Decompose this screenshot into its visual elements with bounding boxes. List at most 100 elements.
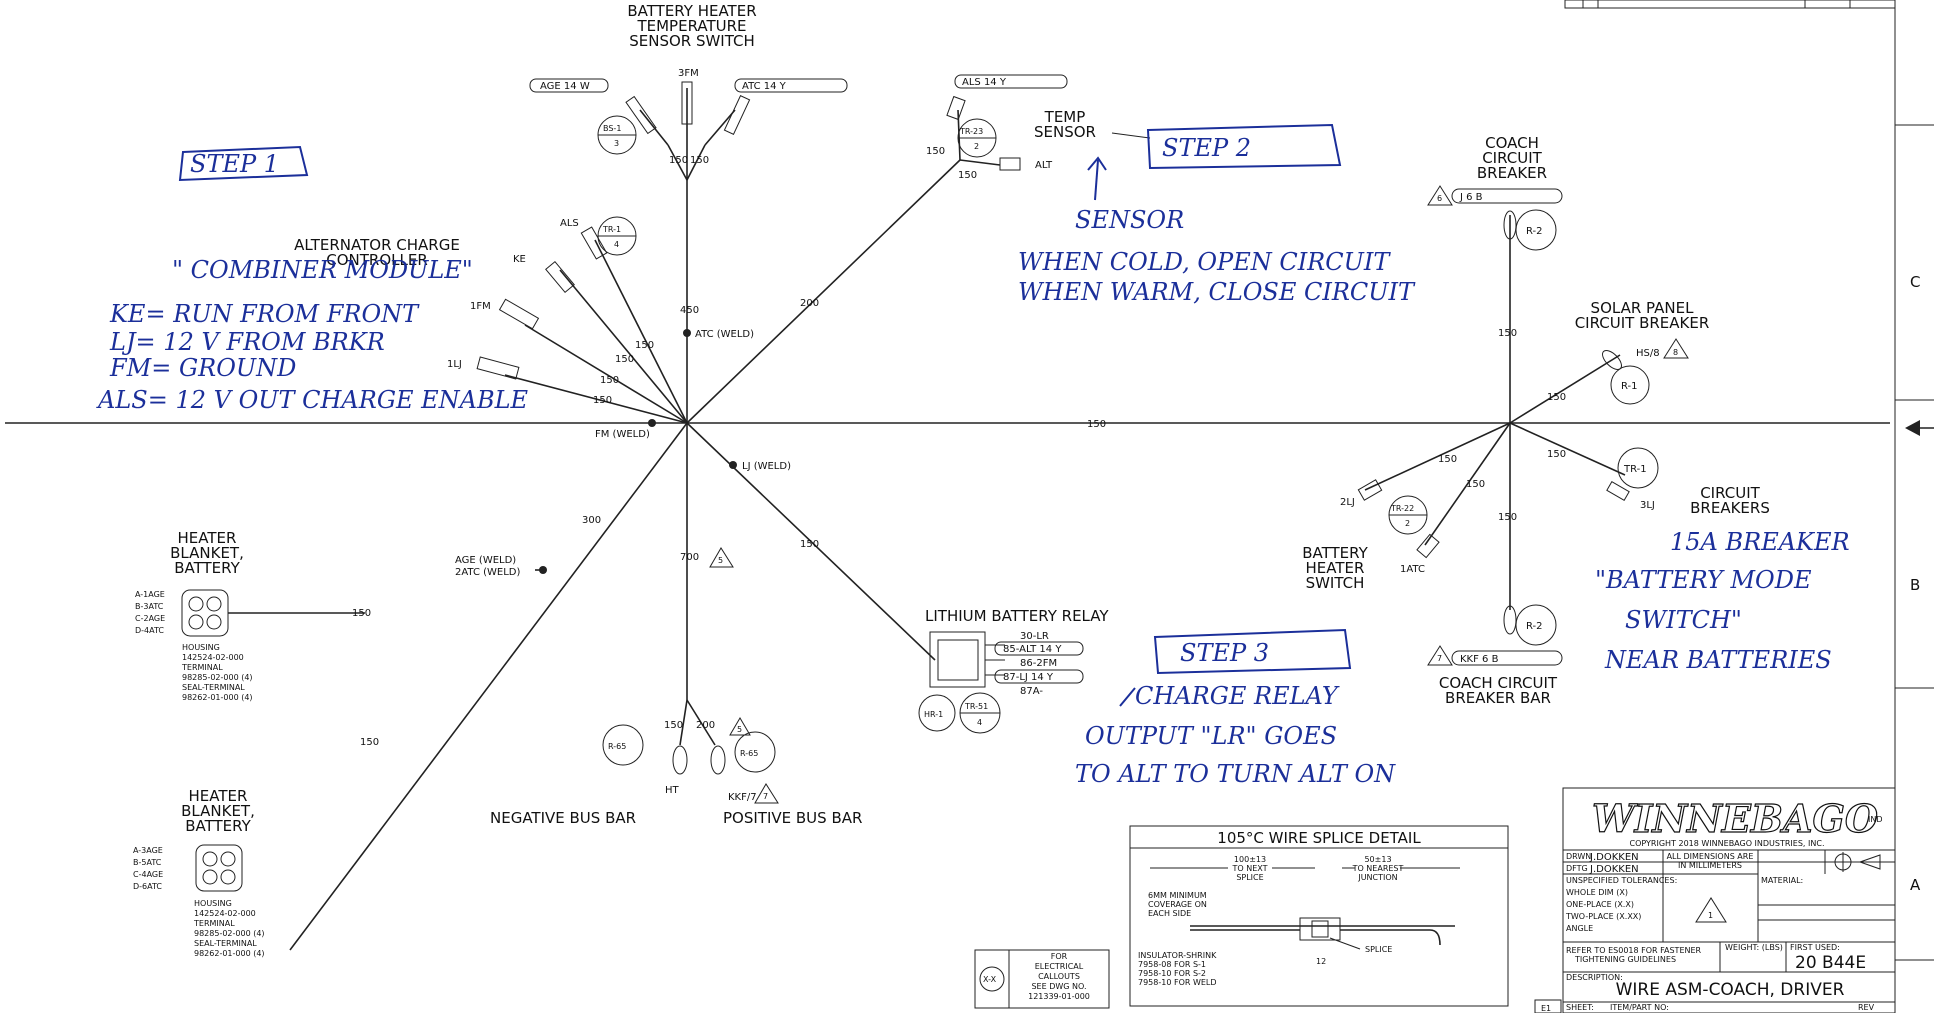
svg-text:FM (WELD): FM (WELD) — [595, 429, 650, 440]
svg-text:J.DOKKEN: J.DOKKEN — [1589, 864, 1639, 875]
connector-1lj: 1LJ — [447, 356, 520, 380]
svg-text:2LJ: 2LJ — [1340, 497, 1355, 508]
svg-text:SWITCH": SWITCH" — [1625, 606, 1742, 634]
svg-text:142524-02-000: 142524-02-000 — [182, 653, 244, 662]
svg-text:150: 150 — [1498, 328, 1517, 339]
positive-bus-terminal: R-65 5 KKF/7 7 POSITIVE BUS BAR — [710, 717, 862, 827]
svg-text:SWITCH: SWITCH — [1306, 574, 1365, 592]
ring-terminal-r2-bottom: R-2 — [1503, 604, 1557, 646]
svg-text:TO ALT TO TURN ALT ON: TO ALT TO TURN ALT ON — [1075, 760, 1396, 788]
tag-tr1-left: TR-1 4 — [597, 216, 637, 256]
svg-text:ALL DIMENSIONS ARE: ALL DIMENSIONS ARE — [1667, 852, 1754, 861]
svg-text:KKF 6 B: KKF 6 B — [1460, 654, 1499, 665]
svg-text:" COMBINER MODULE": " COMBINER MODULE" — [172, 256, 473, 284]
svg-text:BREAKER BAR: BREAKER BAR — [1445, 689, 1551, 707]
svg-text:HOUSING: HOUSING — [194, 899, 232, 908]
ring-terminal-r1: R-1 HS/8 8 — [1602, 338, 1689, 405]
svg-text:TO NEXT: TO NEXT — [1232, 864, 1268, 873]
svg-text:7958-08 FOR S-1: 7958-08 FOR S-1 — [1138, 960, 1206, 969]
svg-text:"BATTERY MODE: "BATTERY MODE — [1595, 566, 1812, 594]
label-temp-sensor: TEMP SENSOR — [1034, 108, 1096, 141]
svg-text:150: 150 — [1438, 454, 1457, 465]
svg-text:BATTERY: BATTERY — [185, 817, 251, 835]
connector-1fm: 1FM — [470, 298, 540, 330]
tag-tr22: TR-22 2 — [1388, 495, 1428, 535]
svg-text:87A-: 87A- — [1020, 686, 1043, 697]
svg-text:IN MILLIMETERS: IN MILLIMETERS — [1678, 861, 1742, 870]
svg-text:150: 150 — [615, 354, 634, 365]
svg-text:CALLOUTS: CALLOUTS — [1038, 972, 1080, 981]
svg-text:6: 6 — [1437, 194, 1442, 203]
svg-text:NEGATIVE BUS BAR: NEGATIVE BUS BAR — [490, 809, 636, 827]
svg-text:TR-1: TR-1 — [1623, 464, 1647, 475]
svg-text:TIGHTENING GUIDELINES: TIGHTENING GUIDELINES — [1574, 955, 1676, 964]
svg-text:1LJ: 1LJ — [447, 359, 462, 370]
svg-text:BS-1: BS-1 — [603, 124, 621, 133]
svg-text:1: 1 — [1708, 911, 1713, 920]
svg-text:STEP 1: STEP 1 — [190, 150, 279, 178]
svg-text:2: 2 — [974, 142, 979, 151]
label-circuit-breakers: CIRCUIT BREAKERS — [1690, 484, 1770, 517]
svg-text:HR-1: HR-1 — [924, 710, 943, 719]
tag-tr1-right: TR-1 3LJ — [1606, 447, 1659, 511]
svg-text:5: 5 — [718, 556, 723, 565]
svg-text:1FM: 1FM — [470, 301, 491, 312]
connector-ke: KE — [513, 254, 575, 294]
winnebago-logo: WINNEBAGO — [1592, 796, 1878, 841]
svg-text:SOLAR PANEL: SOLAR PANEL — [1591, 299, 1695, 317]
svg-text:150: 150 — [1547, 449, 1566, 460]
svg-text:FIRST USED:: FIRST USED: — [1790, 943, 1840, 952]
svg-text:J.DOKKEN: J.DOKKEN — [1589, 852, 1639, 863]
svg-text:HEATER: HEATER — [189, 787, 248, 805]
svg-text:ATC (WELD): ATC (WELD) — [695, 329, 754, 340]
svg-text:ELECTRICAL: ELECTRICAL — [1035, 962, 1084, 971]
svg-text:SPLICE: SPLICE — [1236, 873, 1263, 882]
wire-flag-atc-14y: ATC 14 Y — [734, 78, 848, 93]
svg-text:BLANKET,: BLANKET, — [170, 544, 244, 562]
svg-text:TWO-PLACE (X.XX): TWO-PLACE (X.XX) — [1565, 912, 1641, 921]
svg-text:ALT: ALT — [1035, 160, 1053, 171]
svg-text:DFTG: DFTG — [1566, 864, 1588, 873]
tag-tr51: TR-51 4 — [959, 692, 1001, 734]
connector-alt: ALT — [999, 157, 1053, 171]
svg-text:150: 150 — [360, 737, 379, 748]
connector-als: ALS — [560, 218, 608, 260]
negative-bus-terminal: R-65 HT NEGATIVE BUS BAR — [490, 724, 688, 827]
svg-text:DESCRIPTION:: DESCRIPTION: — [1566, 973, 1623, 982]
label-coach-breaker-bar: COACH CIRCUIT BREAKER BAR — [1439, 674, 1558, 707]
svg-text:6MM MINIMUM: 6MM MINIMUM — [1148, 891, 1207, 900]
svg-text:WHEN WARM, CLOSE CIRCUIT: WHEN WARM, CLOSE CIRCUIT — [1018, 278, 1416, 306]
heater-blanket-2: HEATER BLANKET, BATTERY A-3AGE B-5ATC C-… — [133, 787, 265, 958]
svg-text:BREAKERS: BREAKERS — [1690, 499, 1770, 517]
svg-text:5: 5 — [737, 725, 742, 734]
svg-text:150: 150 — [690, 155, 709, 166]
svg-text:R-2: R-2 — [1526, 621, 1543, 632]
connector-age — [625, 95, 657, 135]
svg-text:150: 150 — [635, 340, 654, 351]
svg-text:BLANKET,: BLANKET, — [181, 802, 255, 820]
svg-text:ITEM/PART NO:: ITEM/PART NO: — [1610, 1003, 1669, 1012]
svg-text:BATTERY: BATTERY — [174, 559, 240, 577]
svg-text:COPYRIGHT 2018 WINNEBAGO INDUS: COPYRIGHT 2018 WINNEBAGO INDUSTRIES, INC… — [1630, 839, 1825, 848]
svg-text:150: 150 — [1498, 512, 1517, 523]
connector-atc — [723, 95, 751, 135]
svg-text:R-2: R-2 — [1526, 226, 1543, 237]
label-alternator-controller: ALTERNATOR CHARGE CONTROLLER — [294, 236, 460, 269]
svg-text:3: 3 — [614, 139, 619, 148]
left-hub-branches — [228, 88, 1001, 951]
svg-text:DRWN: DRWN — [1566, 852, 1591, 861]
svg-text:KKF/7: KKF/7 — [728, 792, 757, 803]
svg-text:BREAKER: BREAKER — [1477, 164, 1547, 182]
svg-text:7: 7 — [763, 792, 768, 801]
svg-text:300: 300 — [582, 515, 601, 526]
svg-text:8: 8 — [1673, 348, 1678, 357]
svg-text:150: 150 — [352, 608, 371, 619]
svg-text:C: C — [1910, 273, 1920, 291]
wire-flag-j6b: 6 J 6 B — [1427, 185, 1563, 206]
drawing-border: C B A — [1894, 0, 1934, 1013]
svg-text:B-5ATC: B-5ATC — [133, 858, 162, 867]
connector-temp — [946, 95, 966, 121]
svg-text:BATTERY: BATTERY — [1302, 544, 1368, 562]
svg-text:TR-51: TR-51 — [964, 702, 988, 711]
